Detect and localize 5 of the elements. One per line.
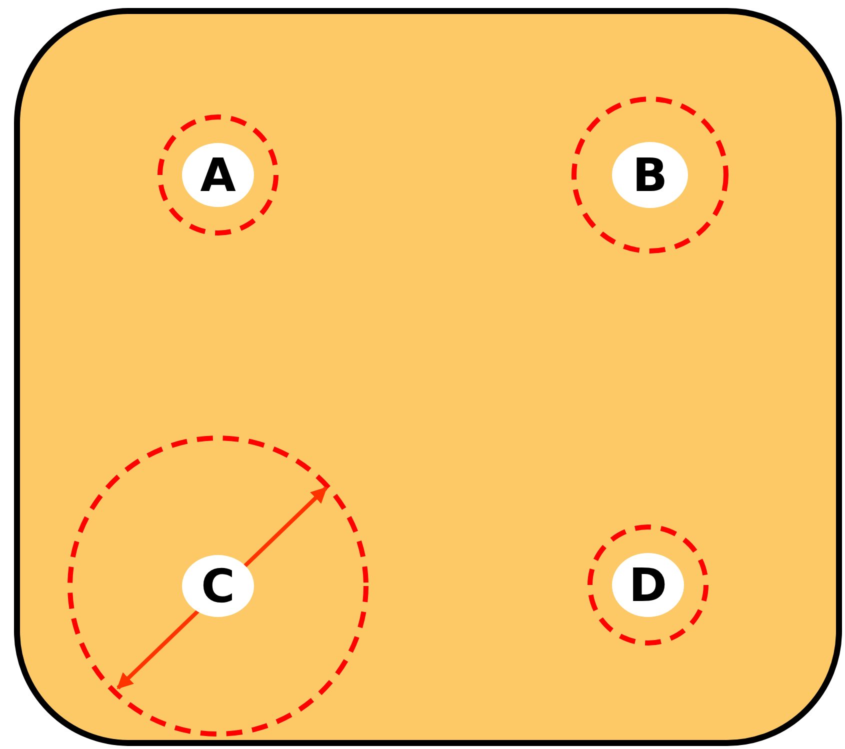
letter-circle: C	[182, 555, 254, 617]
rounded-panel	[14, 8, 842, 746]
letter-circle: A	[182, 143, 254, 207]
letter-circle: D	[612, 553, 684, 617]
letter-circle: B	[612, 142, 688, 208]
